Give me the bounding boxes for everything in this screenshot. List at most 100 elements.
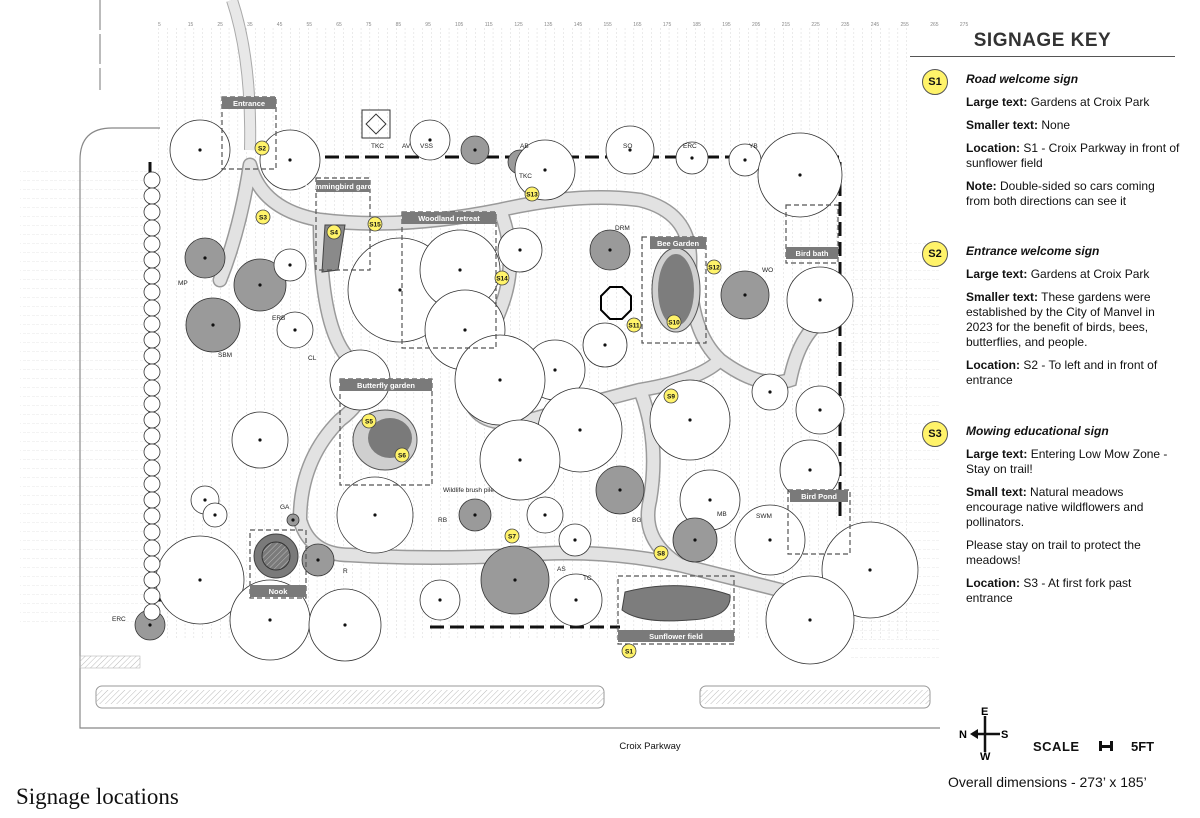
sign-heading: Entrance welcome sign [966, 244, 1100, 258]
tree-trunk-icon [258, 438, 262, 442]
tree-trunk-icon [798, 173, 802, 177]
road-label: Croix Parkway [619, 741, 681, 752]
tree-trunk-icon [768, 538, 772, 542]
hedge-icon [143, 187, 161, 205]
sign-marker-label: S5 [365, 418, 373, 425]
sign-detail-text: None [1038, 118, 1071, 132]
wildlife-brush-pile-label: Wildlife brush pile [443, 487, 494, 494]
plant-code-label: RB [438, 517, 447, 524]
zone-boundary [249, 529, 307, 599]
plant-code-label: WO [762, 267, 773, 274]
sign-detail-row: Large text: Gardens at Croix Park [966, 95, 1180, 110]
grid-tick-label: 105 [455, 22, 464, 28]
sign-marker [666, 314, 682, 330]
tree-trunk-icon [553, 368, 557, 372]
sign-marker [326, 224, 342, 240]
sign-marker-label: S9 [667, 393, 675, 400]
grid-tick-label: 135 [544, 22, 553, 28]
zone-label: Bird Pond [801, 492, 837, 501]
sign-marker-label: S3 [259, 214, 267, 221]
sign-detail-row: Location: S2 - To left and in front of e… [966, 358, 1180, 388]
tree-trunk-icon [573, 538, 577, 542]
zone-label: Bee Garden [657, 239, 700, 248]
grid-tick-label: 155 [604, 22, 613, 28]
plant-code-label: CL [308, 355, 317, 362]
grid-tick-label: 265 [930, 22, 939, 28]
tree-trunk-icon [693, 538, 697, 542]
hedge-icon [143, 539, 161, 557]
compass-s: S [1001, 729, 1008, 741]
zone-label-bg [340, 379, 432, 391]
sign-marker [524, 186, 540, 202]
zone-label-bg [250, 585, 306, 597]
grid-tick-label: 205 [752, 22, 761, 28]
signage-key-title: SIGNAGE KEY [910, 30, 1175, 57]
tree-trunk-icon [808, 618, 812, 622]
hedge-icon [143, 491, 161, 509]
sign-marker-label: S4 [330, 229, 338, 236]
plant-code-label: MB [717, 511, 727, 518]
scale-value: 5FT [1131, 739, 1155, 754]
plant-code-label: AV [402, 143, 411, 150]
tree-trunk-icon [473, 513, 477, 517]
sign-detail-text: Entering Low Mow Zone - Stay on trail! [966, 447, 1168, 476]
tree-trunk-icon [708, 498, 712, 502]
tree-trunk-icon [608, 248, 612, 252]
zone-label: Nook [269, 587, 289, 596]
page-title: Signage locations [16, 784, 179, 809]
grid-tick-label: 65 [336, 22, 342, 28]
grid-tick-label: 165 [633, 22, 642, 28]
grid-tick-label: 215 [782, 22, 791, 28]
grid-tick-label: 45 [277, 22, 283, 28]
sign-detail-text: S2 - To left and in front of entrance [966, 358, 1158, 387]
sign-marker-label: S7 [508, 533, 516, 540]
plant-code-label: ERC [112, 616, 126, 623]
grid-tick-label: 125 [514, 22, 523, 28]
tree-trunk-icon [808, 468, 812, 472]
zone-label-bg [316, 180, 370, 192]
sign-marker [361, 413, 377, 429]
tree-trunk-icon [398, 288, 402, 292]
sign-marker [626, 317, 642, 333]
zone-label: Bird bath [796, 249, 829, 258]
grid-tick-label: 145 [574, 22, 583, 28]
tree-trunk-icon [316, 558, 320, 562]
tree-trunk-icon [203, 498, 207, 502]
grid-tick-label: 275 [960, 22, 969, 28]
sign-marker [494, 270, 510, 286]
hedge-icon [143, 475, 161, 493]
sign-marker [663, 388, 679, 404]
scale-bar-icon [1099, 741, 1113, 751]
sign-detail-label: Note: [966, 179, 997, 193]
plant-code-label: DRM [615, 225, 630, 232]
sign-detail-label: Large text: [966, 95, 1028, 109]
grid-tick-label: 15 [188, 22, 194, 28]
tree-trunk-icon [148, 623, 152, 627]
grid-tick-label: 245 [871, 22, 880, 28]
sign-marker-label: S1 [625, 648, 633, 655]
sign-detail-row: Large text: Gardens at Croix Park [966, 267, 1180, 282]
scale-label: SCALE [1033, 739, 1080, 754]
zone-label-bg [786, 247, 838, 259]
sign-marker-label: S13 [526, 191, 538, 198]
zone-label: Hummingbird garden [305, 182, 381, 191]
plant-code-label: YB [749, 143, 758, 150]
tree-trunk-icon [688, 418, 692, 422]
hedge-icon [143, 587, 161, 605]
tree-trunk-icon [258, 283, 262, 287]
tree-trunk-icon [743, 158, 747, 162]
grid-tick-label: 85 [396, 22, 402, 28]
sign-detail-text: S3 - At first fork past entrance [966, 576, 1132, 605]
plant-code-label: ERB [272, 315, 285, 322]
hedge-icon [143, 251, 161, 269]
sign-badge: S1 [922, 69, 948, 95]
sign-heading: Mowing educational sign [966, 424, 1109, 438]
hedge-icon [143, 235, 161, 253]
grid-tick-label: 235 [841, 22, 850, 28]
tree-trunk-icon [288, 158, 292, 162]
plant-code-label: TKC [371, 143, 384, 150]
